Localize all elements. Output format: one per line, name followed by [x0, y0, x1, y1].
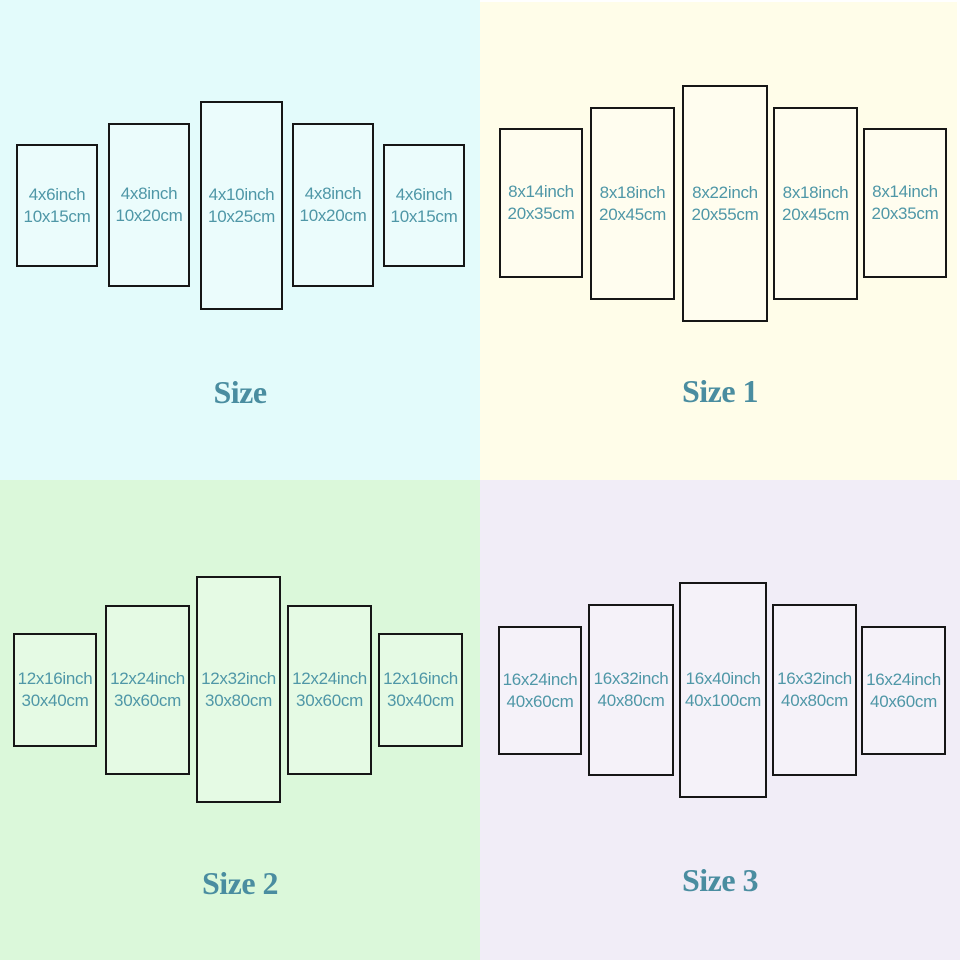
panel-cm-label: 40x100cm: [684, 691, 762, 710]
panel-inch-label: 12x24inch: [292, 669, 367, 688]
panel-cm-label: 30x60cm: [114, 691, 181, 710]
panel-inch-label: 8x14inch: [508, 182, 574, 201]
panel-16x32-left: 16x32inch 40x80cm: [588, 604, 674, 776]
panel-inch-label: 4x6inch: [395, 184, 453, 204]
panel-inch-label: 4x8inch: [304, 184, 362, 203]
panel-cm-label: 20x45cm: [599, 204, 666, 224]
panel-inch-label: 12x24inch: [110, 669, 185, 688]
quadrant-size-1: 8x14inch 20x35cm 8x18inch 20x45cm 8x22in…: [480, 0, 960, 480]
panel-8x18-right: 8x18inch 20x45cm: [773, 107, 858, 300]
panel-cm-label: 30x40cm: [387, 691, 454, 710]
quadrant-size-2: 12x16inch 30x40cm 12x24inch 30x60cm 12x3…: [0, 480, 480, 960]
panel-8x22-center: 8x22inch 20x55cm: [682, 85, 768, 322]
panel-cm-label: 20x35cm: [871, 204, 939, 223]
panel-cm-label: 30x60cm: [296, 691, 363, 710]
panel-12x16-right: 12x16inch 30x40cm: [378, 633, 463, 747]
quadrant-size-background: [0, 0, 480, 480]
quadrant-title-size-2: Size 2: [201, 864, 279, 901]
panel-inch-label: 16x24inch: [502, 669, 578, 689]
panel-16x40-center: 16x40inch 40x100cm: [679, 582, 767, 798]
panel-4x6-left: 4x6inch 10x15cm: [16, 144, 98, 267]
panel-inch-label: 4x6inch: [28, 184, 86, 204]
panel-cm-label: 40x80cm: [597, 691, 665, 710]
panel-inch-label: 12x16inch: [17, 669, 93, 688]
panel-inch-label: 8x18inch: [782, 182, 849, 202]
panel-8x14-left: 8x14inch 20x35cm: [499, 128, 583, 278]
quadrant-size-3: 16x24inch 40x60cm 16x32inch 40x80cm 16x4…: [480, 480, 960, 960]
panel-inch-label: 8x18inch: [599, 182, 666, 202]
panel-cm-label: 30x40cm: [21, 691, 89, 710]
panel-4x8-left: 4x8inch 10x20cm: [108, 123, 190, 287]
quadrant-size-3-background: [480, 480, 960, 960]
panel-4x10-center: 4x10inch 10x25cm: [200, 101, 283, 310]
panel-16x24-left: 16x24inch 40x60cm: [498, 626, 582, 755]
panel-8x18-left: 8x18inch 20x45cm: [590, 107, 675, 300]
quadrant-title-size-1: Size 1: [681, 372, 759, 409]
panel-cm-label: 40x60cm: [870, 691, 937, 711]
panel-cm-label: 10x20cm: [115, 206, 183, 225]
panel-cm-label: 30x80cm: [205, 690, 272, 710]
panel-inch-label: 16x32inch: [593, 669, 669, 688]
panel-12x32-center: 12x32inch 30x80cm: [196, 576, 281, 803]
panel-16x24-right: 16x24inch 40x60cm: [861, 626, 946, 755]
panel-12x24-right: 12x24inch 30x60cm: [287, 605, 372, 775]
panel-12x24-left: 12x24inch 30x60cm: [105, 605, 190, 775]
panel-cm-label: 40x60cm: [506, 691, 574, 711]
panel-inch-label: 16x40inch: [685, 669, 761, 688]
quadrant-title-size-3: Size 3: [681, 861, 759, 898]
panel-inch-label: 8x14inch: [872, 182, 938, 201]
panel-cm-label: 20x45cm: [782, 204, 849, 224]
panel-4x8-right: 4x8inch 10x20cm: [292, 123, 374, 287]
panel-inch-label: 16x32inch: [777, 669, 852, 688]
panel-16x32-right: 16x32inch 40x80cm: [772, 604, 857, 776]
panel-cm-label: 40x80cm: [781, 691, 848, 710]
panel-inch-label: 12x32inch: [201, 668, 276, 688]
quadrant-size-1-background: [480, 2, 957, 480]
quadrant-size-2-background: [0, 480, 480, 960]
panel-cm-label: 20x35cm: [507, 204, 575, 223]
quadrant-size: 4x6inch 10x15cm 4x8inch 10x20cm 4x10inch…: [0, 0, 480, 480]
panel-cm-label: 20x55cm: [691, 204, 759, 224]
panel-4x6-right: 4x6inch 10x15cm: [383, 144, 465, 267]
panel-cm-label: 10x20cm: [299, 206, 367, 225]
panel-12x16-left: 12x16inch 30x40cm: [13, 633, 97, 747]
panel-cm-label: 10x15cm: [23, 206, 91, 226]
panel-cm-label: 10x15cm: [390, 206, 458, 226]
panel-inch-label: 8x22inch: [692, 182, 758, 202]
panel-inch-label: 4x10inch: [208, 184, 275, 204]
quadrant-title-size: Size: [213, 373, 267, 410]
panel-inch-label: 16x24inch: [866, 669, 941, 689]
panel-cm-label: 10x25cm: [208, 206, 275, 226]
panel-8x14-right: 8x14inch 20x35cm: [863, 128, 947, 278]
panel-inch-label: 12x16inch: [383, 669, 458, 688]
panel-inch-label: 4x8inch: [120, 184, 178, 203]
